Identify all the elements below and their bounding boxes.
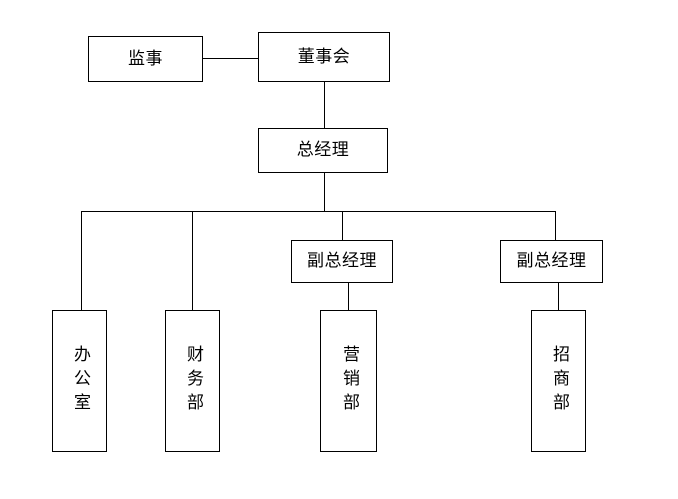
node-deputy-manager-2[interactable]: 副总经理 bbox=[500, 240, 603, 283]
node-label-deputy-manager-1: 副总经理 bbox=[307, 251, 377, 272]
node-label-marketing-dept: 营销部 bbox=[339, 345, 359, 417]
connector-deputy-1-to-marketing bbox=[348, 283, 350, 310]
node-label-supervisor: 监事 bbox=[128, 48, 163, 69]
node-deputy-manager-1[interactable]: 副总经理 bbox=[291, 240, 393, 283]
connector-supervisor-to-board bbox=[203, 58, 258, 60]
connector-board-to-gm bbox=[324, 82, 326, 128]
connector-bus-to-deputy-1 bbox=[342, 211, 344, 240]
node-label-board: 董事会 bbox=[297, 46, 351, 67]
node-supervisor[interactable]: 监事 bbox=[88, 36, 203, 82]
connector-gm-to-bus bbox=[324, 173, 326, 211]
node-general-manager[interactable]: 总经理 bbox=[258, 128, 388, 173]
connector-bus-to-office bbox=[81, 211, 83, 310]
node-finance-dept[interactable]: 财务部 bbox=[165, 310, 220, 452]
node-label-finance-dept: 财务部 bbox=[183, 345, 203, 417]
node-marketing-dept[interactable]: 营销部 bbox=[320, 310, 377, 452]
connector-bus-to-deputy-2 bbox=[555, 211, 557, 240]
node-investment-dept[interactable]: 招商部 bbox=[531, 310, 586, 452]
node-label-general-manager: 总经理 bbox=[296, 140, 350, 161]
node-label-deputy-manager-2: 副总经理 bbox=[516, 251, 587, 272]
connector-bus-horizontal bbox=[81, 211, 556, 213]
connector-deputy-2-to-investment bbox=[558, 283, 560, 310]
connector-bus-to-finance bbox=[192, 211, 194, 310]
node-office[interactable]: 办公室 bbox=[52, 310, 107, 452]
node-label-office: 办公室 bbox=[70, 345, 90, 417]
node-label-investment-dept: 招商部 bbox=[549, 345, 569, 417]
node-board[interactable]: 董事会 bbox=[258, 32, 390, 82]
